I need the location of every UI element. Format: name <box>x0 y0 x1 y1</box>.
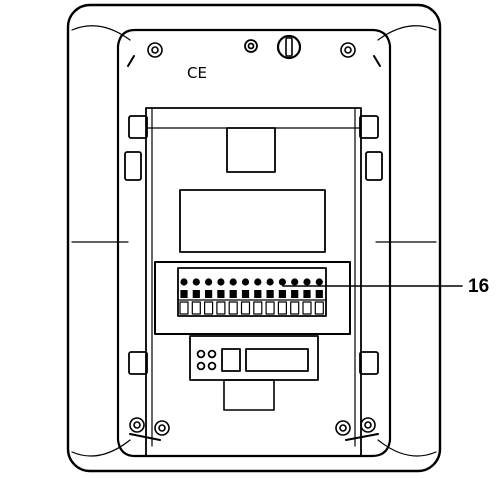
terminal-slot <box>266 290 274 298</box>
side-clips <box>124 115 383 375</box>
top-fixings <box>244 34 302 60</box>
terminal-screw <box>278 278 286 286</box>
terminal-screw <box>229 278 237 286</box>
terminal-clamp <box>277 301 287 315</box>
mounting-bracket <box>145 107 362 457</box>
terminal-clamp <box>191 301 201 315</box>
back-plate <box>116 28 392 458</box>
callout-16: 16 <box>282 276 489 297</box>
screw-icon <box>129 417 145 433</box>
terminal-screw <box>217 278 225 286</box>
terminal-clamp <box>179 301 189 315</box>
screw-icon <box>360 417 376 433</box>
housing-outer <box>66 3 442 473</box>
terminal-screw <box>315 278 323 286</box>
terminal-slot <box>180 290 188 298</box>
screw-icon <box>147 42 163 58</box>
terminal-slot <box>291 290 299 298</box>
terminal-clamp <box>253 301 263 315</box>
small-screw-icon <box>244 39 258 53</box>
terminal-clamp <box>290 301 300 315</box>
terminal-screw <box>180 278 188 286</box>
terminal-screw <box>266 278 274 286</box>
screw-icon <box>335 420 351 436</box>
connector-plate <box>189 335 319 381</box>
slotted-screw-icon <box>276 34 302 60</box>
terminal-screw <box>192 278 200 286</box>
terminal-slot <box>229 290 237 298</box>
callout-number: 16 <box>468 276 489 297</box>
terminal-screw <box>291 278 299 286</box>
terminal-slot <box>254 290 262 298</box>
terminal-block <box>154 261 351 335</box>
terminal-slot <box>217 290 225 298</box>
terminal-screw <box>303 278 311 286</box>
corner-screws <box>129 42 376 436</box>
housing-corner-bevels <box>71 25 437 457</box>
terminal-screw <box>254 278 262 286</box>
screw-icon <box>340 42 356 58</box>
terminal-clamp <box>216 301 226 315</box>
ce-mark: CE <box>187 64 207 82</box>
terminal-clamp <box>265 301 275 315</box>
terminal-clamp <box>204 301 214 315</box>
terminal-slot <box>192 290 200 298</box>
terminal-clamp <box>228 301 238 315</box>
terminal-slot <box>278 290 286 298</box>
terminal-clamp <box>240 301 251 315</box>
terminal-slot <box>205 290 213 298</box>
terminal-clamp <box>314 301 324 315</box>
terminal-clamp <box>302 301 312 315</box>
terminal-slot <box>241 290 250 298</box>
terminal-slot <box>315 290 323 298</box>
screw-icon <box>154 420 170 436</box>
terminal-screw <box>241 278 250 286</box>
terminal-slot <box>303 290 311 298</box>
terminal-row <box>179 278 324 315</box>
terminal-screw <box>205 278 213 286</box>
